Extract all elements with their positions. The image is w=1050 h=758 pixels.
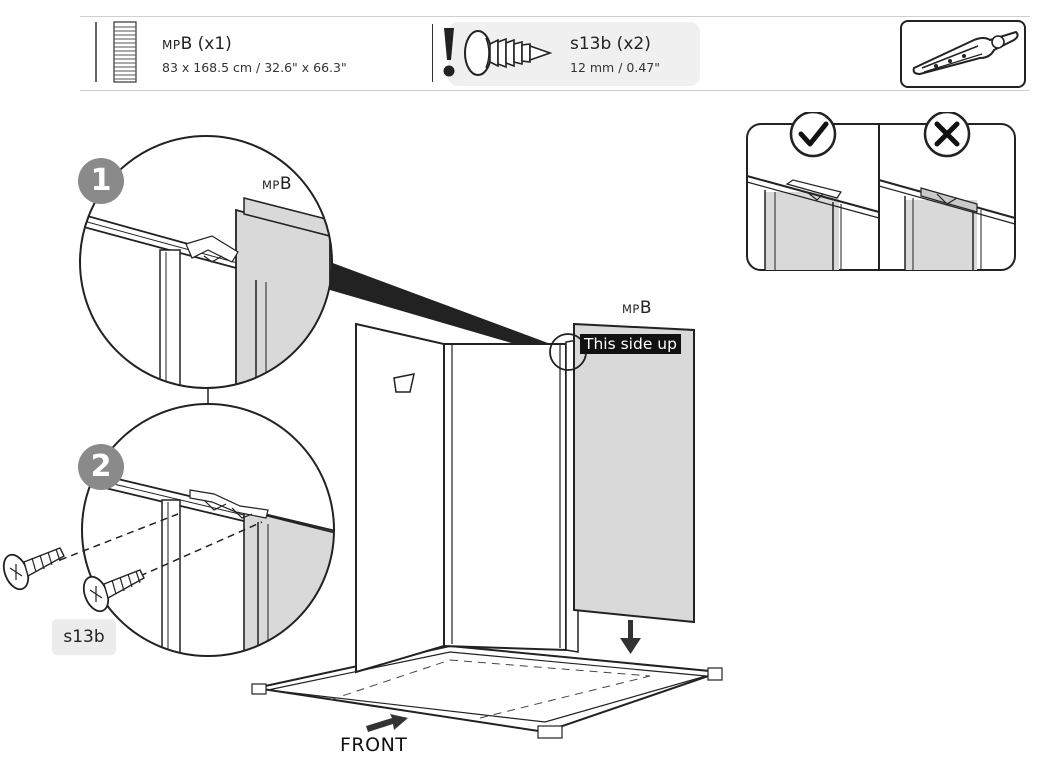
header-divider: [432, 24, 433, 82]
step-1-badge: 1: [78, 158, 124, 204]
detail-mpb-label: MPB: [262, 174, 292, 194]
screw-part-name: s13b (x2): [570, 34, 651, 54]
header-bottom-rule: [80, 90, 1030, 91]
x-icon: [923, 112, 971, 158]
detail-circle-2: [59, 403, 335, 657]
screw-part-size: 12 mm / 0.47": [570, 60, 660, 75]
orientation-check-inset: [746, 112, 1016, 271]
back-wall-panel: [443, 343, 567, 652]
detail-circle-1: [79, 135, 333, 389]
check-icon: [789, 112, 837, 158]
panel-part-icon: [95, 21, 137, 83]
exclamation-icon: [443, 28, 455, 77]
zoom-cone: [330, 262, 556, 356]
cutter-tool-icon: [912, 30, 1019, 76]
down-arrow-icon: [620, 620, 641, 654]
panel-part-dimensions: 83 x 168.5 cm / 32.6" x 66.3": [162, 60, 347, 75]
panel-part-name: MPB (x1): [162, 34, 232, 54]
screw-s13b-left-icon: [2, 547, 65, 591]
this-side-up-tag: This side up: [580, 334, 681, 354]
floor-base: [251, 644, 723, 739]
panel-mpb-label: MPB: [622, 298, 652, 318]
front-label: FRONT: [340, 734, 408, 756]
left-wall-panel: [355, 322, 445, 674]
header-top-rule: [80, 16, 1030, 17]
screw-icon: [464, 30, 553, 76]
panel-mpb: [573, 322, 695, 624]
screw-s13b-label: s13b: [52, 619, 116, 655]
step-2-badge: 2: [78, 444, 124, 490]
front-arrow-icon: [366, 714, 408, 732]
screw-s13b-right-icon: [82, 569, 145, 613]
